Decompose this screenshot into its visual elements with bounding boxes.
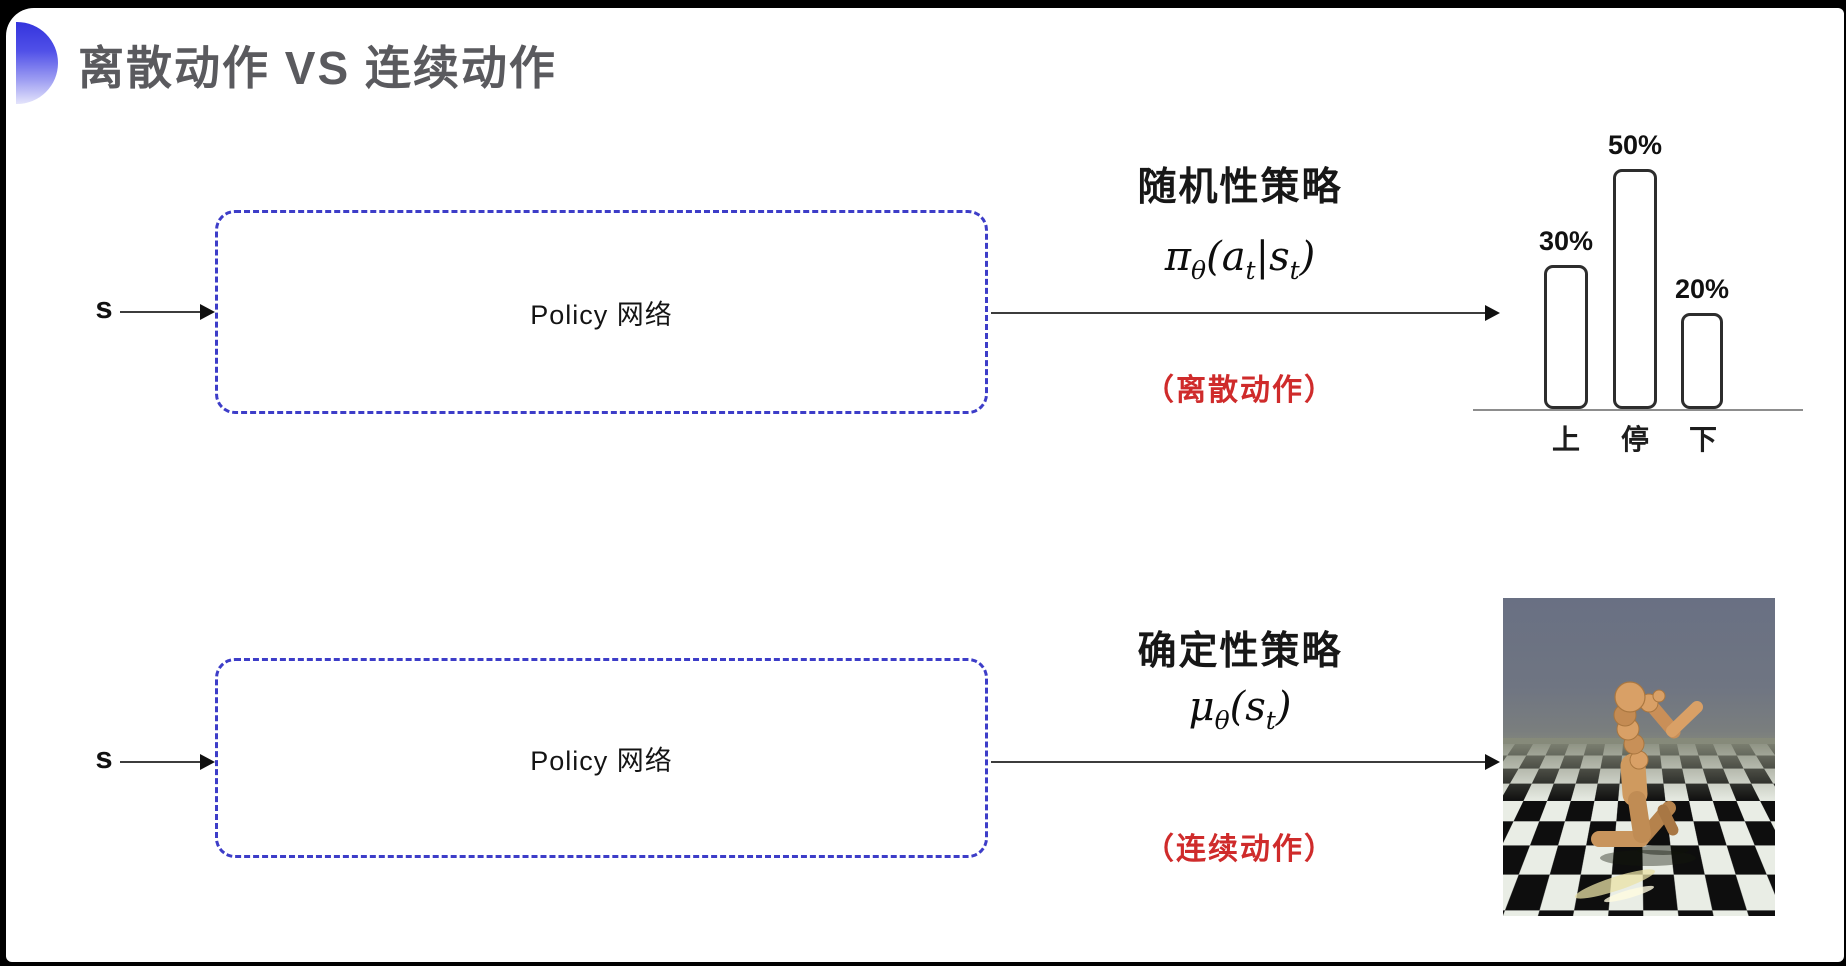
formula-symbol: ( xyxy=(1206,234,1222,280)
policy-network-box-top: Policy 网络 xyxy=(215,210,988,414)
state-input-label-top: s xyxy=(95,290,113,325)
continuous-action-note: （连续动作） xyxy=(1144,833,1336,866)
stochastic-policy-title: 随机性策略 xyxy=(1137,166,1343,209)
bar-0 xyxy=(1544,265,1588,409)
bar-pct-0: 30% xyxy=(1538,226,1594,256)
formula-subscript: θ xyxy=(1191,256,1207,285)
bar-pct-1: 50% xyxy=(1607,130,1663,160)
category-label-stop: 停 xyxy=(1620,424,1649,455)
bar-1 xyxy=(1613,169,1657,409)
formula-subscript: t xyxy=(1265,706,1276,735)
category-label-up: 上 xyxy=(1551,424,1580,455)
formula-subscript: t xyxy=(1245,256,1256,285)
policy-network-box-bottom: Policy 网络 xyxy=(215,658,988,858)
formula-subscript: θ xyxy=(1214,706,1230,735)
arrow-right-icon xyxy=(991,754,1500,770)
deterministic-policy-title: 确定性策略 xyxy=(1137,630,1343,673)
action-probability-bar-chart: 30% 50% 20% 上 停 下 xyxy=(1473,100,1803,455)
bar-pct-2: 20% xyxy=(1674,274,1730,304)
page-title: 离散动作 VS 连续动作 xyxy=(78,42,557,94)
deterministic-policy-formula: μθ(st) xyxy=(1078,684,1402,735)
state-input-label-bottom: s xyxy=(95,740,113,775)
policy-box-label: Policy 网络 xyxy=(530,299,673,330)
formula-symbol: ) xyxy=(1275,684,1292,730)
formula-symbol: ) xyxy=(1299,234,1316,280)
formula-symbol: μ xyxy=(1188,684,1215,730)
humanoid-figure xyxy=(1574,681,1703,903)
arrow-right-icon xyxy=(120,754,215,770)
policy-box-label: Policy 网络 xyxy=(530,745,673,776)
mujoco-humanoid-image xyxy=(1503,598,1775,916)
chart-baseline xyxy=(1473,409,1803,411)
formula-symbol: | xyxy=(1255,234,1270,280)
stochastic-policy-formula: πθ(at|st) xyxy=(1078,234,1402,285)
arrow-right-icon xyxy=(991,305,1500,321)
formula-symbol: s xyxy=(1245,684,1266,730)
bar-2 xyxy=(1681,313,1723,409)
formula-symbol: π xyxy=(1164,234,1192,280)
arrow-right-icon xyxy=(120,304,215,320)
discrete-action-note: （离散动作） xyxy=(1144,374,1336,407)
formula-subscript: t xyxy=(1289,256,1300,285)
category-label-down: 下 xyxy=(1688,424,1717,455)
formula-symbol: s xyxy=(1269,234,1290,280)
formula-symbol: a xyxy=(1221,234,1246,280)
formula-symbol: ( xyxy=(1229,684,1246,730)
